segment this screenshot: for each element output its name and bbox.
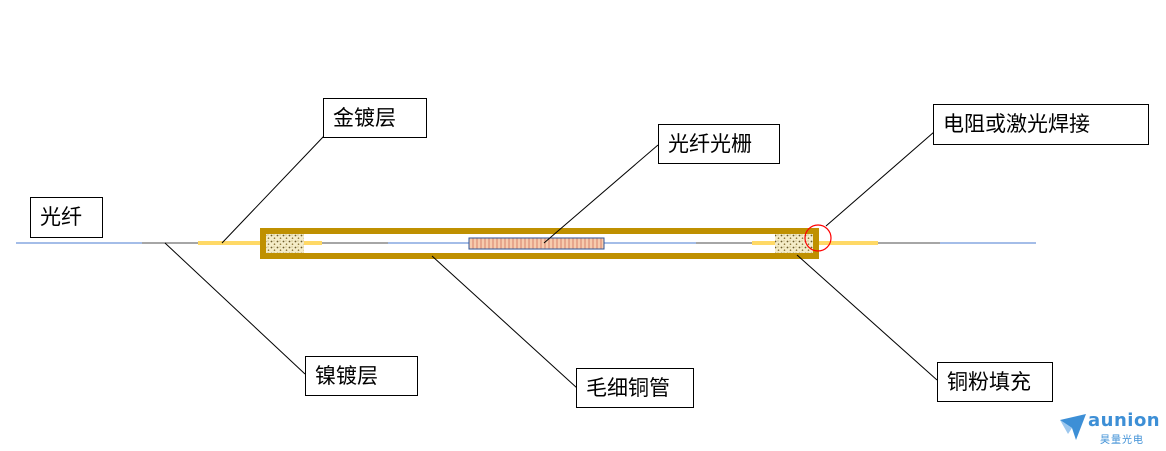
brand-logo: aunion 昊量光电 [1058,410,1162,446]
paper-plane-icon [1060,414,1086,440]
logo-subtitle: 昊量光电 [1100,435,1144,446]
fiber-grating [468,237,605,250]
weld-circle [804,224,832,252]
leader-fiber-grating [543,144,659,244]
gold-coating-label: 金镀层 [323,98,427,138]
leader-copper-powder [796,254,938,381]
capillary-copper-tube [260,228,819,259]
logo-word: aunion [1088,410,1161,431]
leader-gold-coating [221,135,325,244]
nickel-coating-label: 镍镀层 [305,356,418,396]
leader-copper-tube [431,255,578,389]
fiber-grating-label: 光纤光栅 [658,124,780,164]
fiber-label: 光纤 [30,197,103,238]
leader-welding [825,131,935,227]
capillary-copper-tube-label: 毛细铜管 [576,368,694,408]
leader-nickel-coating [164,242,306,375]
copper-powder-fill-label: 铜粉填充 [937,362,1053,402]
copper-powder-right [775,234,813,253]
welding-label: 电阻或激光焊接 [933,104,1149,145]
copper-powder-left [266,234,304,253]
